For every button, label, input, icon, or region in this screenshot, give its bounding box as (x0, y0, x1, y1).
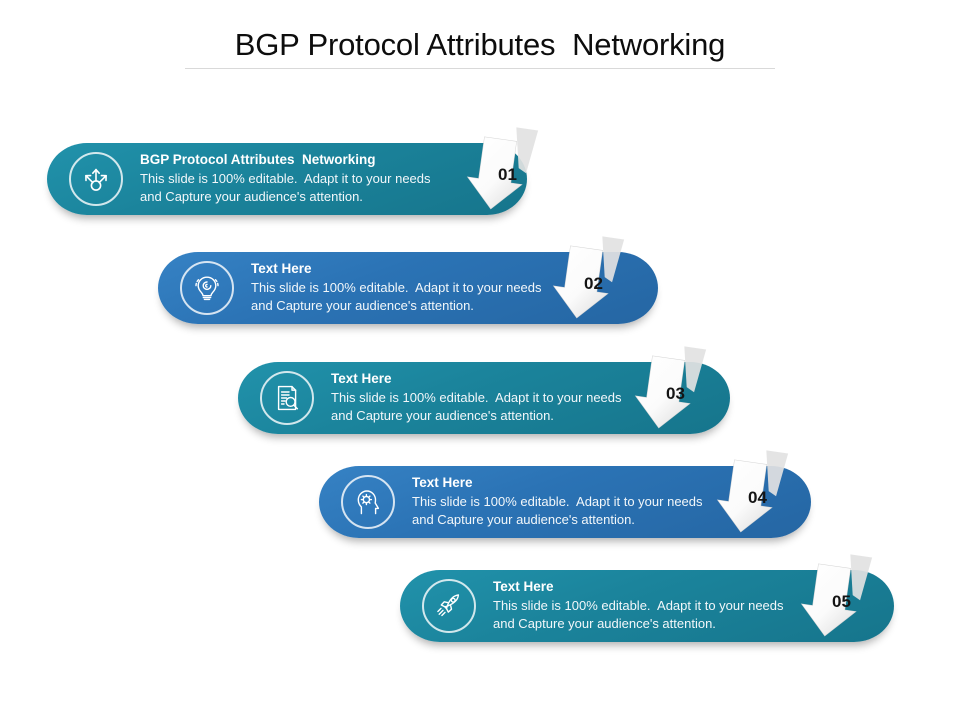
row-body-line-1: This slide is 100% editable. Adapt it to… (251, 280, 542, 295)
step-number-label: 03 (666, 384, 685, 403)
lightbulb-idea-icon (180, 261, 234, 315)
title-underline-divider (185, 68, 775, 69)
step-number-label: 02 (584, 274, 603, 293)
share-branch-icon (69, 152, 123, 206)
row-body-line-1: This slide is 100% editable. Adapt it to… (140, 171, 431, 186)
row-body-line-2: and Capture your audience's attention. (140, 188, 363, 204)
document-search-icon (260, 371, 314, 425)
step-number-label: 04 (748, 488, 767, 507)
step-number-label: 05 (832, 592, 851, 611)
row-pill-background (47, 143, 527, 215)
rocket-icon (422, 579, 476, 633)
step-number-arrow-badge[interactable]: 02 (552, 235, 626, 327)
step-number-arrow-badge[interactable]: 01 (466, 126, 540, 218)
head-gear-icon (341, 475, 395, 529)
row-body-line-2: and Capture your audience's attention. (331, 407, 554, 423)
row-body-line-1: This slide is 100% editable. Adapt it to… (412, 494, 703, 509)
row-body-line-2: and Capture your audience's attention. (412, 511, 635, 527)
row-heading: Text Here (331, 371, 392, 386)
row-body-line-1: This slide is 100% editable. Adapt it to… (331, 390, 622, 405)
row-body-line-1: This slide is 100% editable. Adapt it to… (493, 598, 784, 613)
step-number-arrow-badge[interactable]: 03 (634, 345, 708, 437)
step-number-label: 01 (498, 165, 517, 184)
row-heading: Text Here (412, 475, 473, 490)
step-number-arrow-badge[interactable]: 05 (800, 553, 874, 645)
row-heading: Text Here (493, 579, 554, 594)
row-heading: Text Here (251, 261, 312, 276)
row-heading: BGP Protocol Attributes Networking (140, 152, 376, 167)
page-title-container: BGP Protocol Attributes Networking (0, 26, 960, 70)
row-body-line-2: and Capture your audience's attention. (251, 297, 474, 313)
step-number-arrow-badge[interactable]: 04 (716, 449, 790, 541)
page-title: BGP Protocol Attributes Networking (234, 27, 726, 62)
row-body-line-2: and Capture your audience's attention. (493, 615, 716, 631)
